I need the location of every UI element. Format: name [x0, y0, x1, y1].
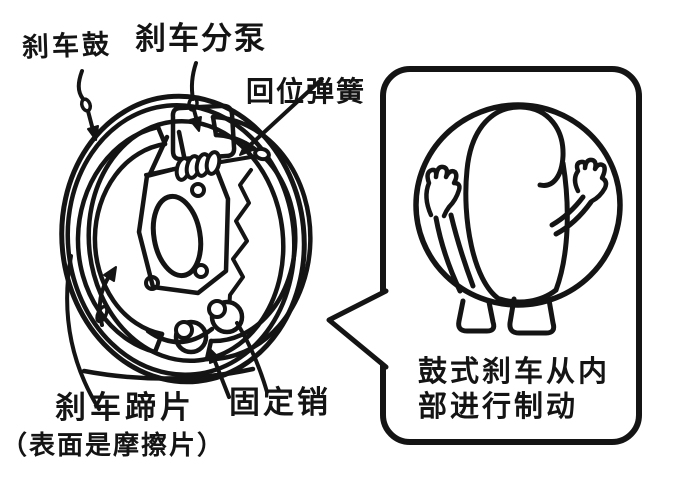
figure-right-foot — [507, 296, 557, 336]
plate-bottom-curve — [145, 326, 215, 345]
arrow-brake-drum — [76, 69, 99, 141]
arrow-brake-shoe — [209, 348, 231, 399]
arrow-brake-cylinder — [187, 61, 202, 132]
zigzag-spring — [227, 168, 253, 313]
label-brake-shoe-note: （表面是摩擦片） — [1, 431, 226, 461]
label-brake-cylinder: 刹车分泵 — [135, 21, 267, 57]
figure-right-hand — [572, 157, 609, 204]
wheel-cylinder-shape — [170, 103, 237, 162]
drum-outer-ring — [59, 93, 307, 385]
shoe-leader-curve — [65, 254, 101, 411]
leader-fixed-pin — [235, 321, 269, 394]
figure-pushing-drum — [413, 102, 623, 336]
plate-hole — [193, 263, 209, 279]
arrow-return-spring — [239, 77, 324, 156]
hub-hole — [150, 193, 204, 279]
figure-left-foot — [456, 298, 497, 334]
label-fixed-pin: 固定销 — [229, 385, 331, 421]
fixed-pins — [173, 299, 245, 355]
drum-bottom-line — [81, 366, 256, 381]
return-spring-shape — [144, 146, 271, 182]
rotation-arrow — [95, 266, 117, 327]
speech-bubble-text-line2: 部进行制动 — [418, 389, 579, 423]
speech-bubble-tail — [326, 288, 389, 370]
right-brake-shoe — [204, 114, 313, 362]
figure-body-bottom — [497, 287, 559, 305]
plate-hole — [144, 275, 160, 291]
speech-bubble-text-line1: 鼓式刹车从内 — [418, 354, 611, 388]
figure-left-hand — [424, 164, 462, 219]
speech-bubble — [326, 66, 642, 445]
label-brake-drum: 刹车鼓 — [21, 29, 113, 64]
plate-hole — [190, 182, 206, 198]
spring-anchor-pin — [253, 146, 271, 162]
figure-right-arm — [553, 199, 594, 237]
figure-right-arm — [549, 194, 586, 228]
leader-arrows — [76, 61, 324, 399]
figure-left-arm — [448, 212, 476, 289]
drum-assembly — [59, 93, 313, 411]
label-return-spring: 回位弹簧 — [246, 75, 367, 108]
label-brake-shoe: 刹车蹄片 — [55, 390, 195, 426]
figure-left-arm — [433, 215, 463, 294]
